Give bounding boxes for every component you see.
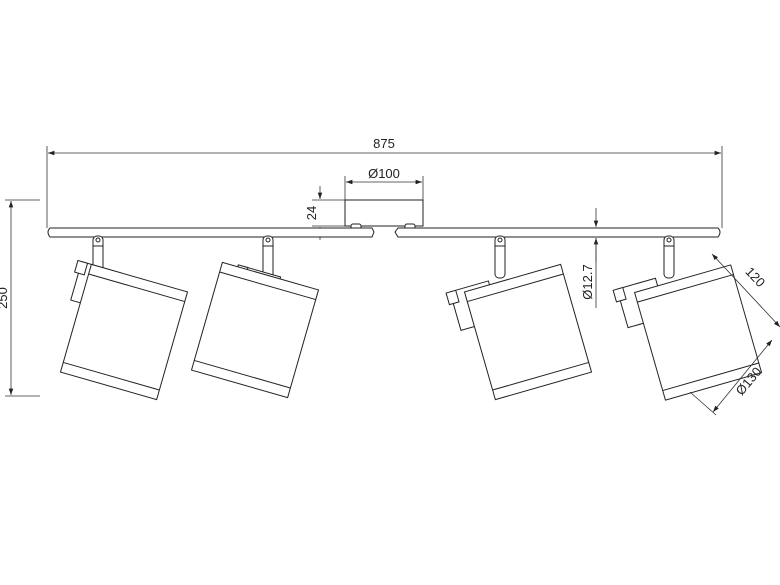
- right-bar-arm: [394, 227, 721, 238]
- total-height-label: 250: [0, 287, 10, 309]
- bar-diameter-label: Ø12.7: [580, 264, 595, 299]
- ceiling-canopy: [344, 199, 424, 231]
- overall-length-dimension: 875: [46, 136, 723, 228]
- spotlight-3: [445, 235, 593, 401]
- left-bar-arm: [47, 227, 375, 238]
- spotlight-1: [59, 235, 189, 401]
- spotlight-2: [190, 235, 320, 399]
- canopy-diameter-dimension: Ø100: [344, 166, 424, 200]
- canopy-height-label: 24: [304, 206, 319, 220]
- shade-height-label: 120: [742, 264, 768, 290]
- bar-diameter-dimension: Ø12.7: [580, 208, 599, 308]
- canopy-diameter-label: Ø100: [368, 166, 400, 181]
- total-height-dimension: 250: [0, 199, 40, 397]
- overall-length-label: 875: [373, 136, 395, 151]
